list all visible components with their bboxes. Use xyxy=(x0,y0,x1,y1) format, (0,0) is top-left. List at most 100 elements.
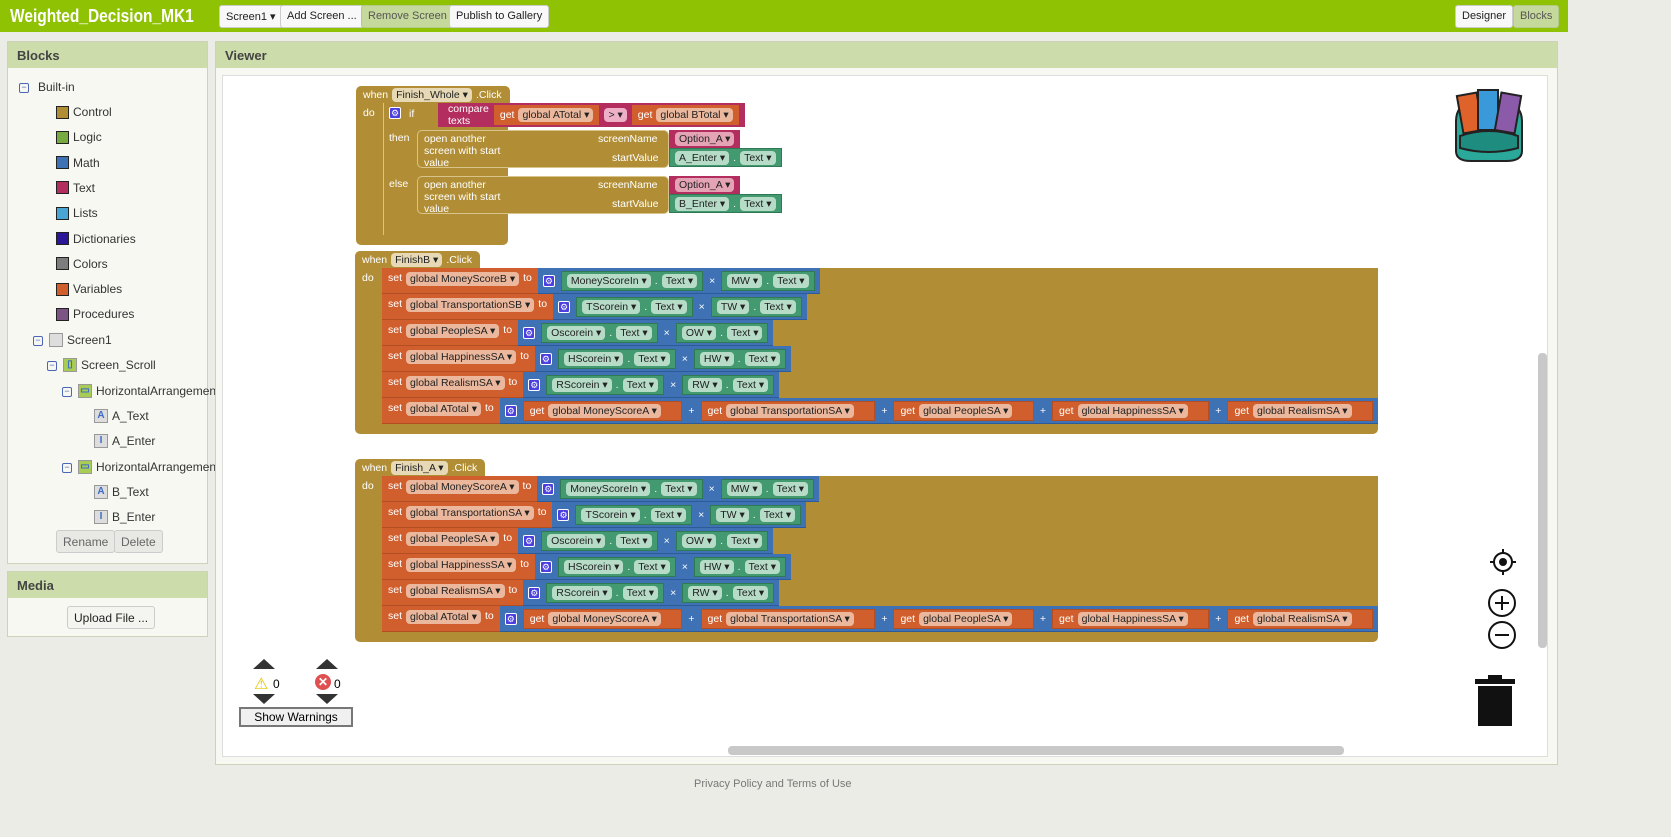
tree-component[interactable]: ▭HorizontalArrangemen xyxy=(78,383,216,398)
property-dropdown[interactable]: Text ▾ xyxy=(773,273,809,288)
event-component-dropdown[interactable]: Finish_A ▾ xyxy=(391,460,448,475)
component-dropdown[interactable]: HScorein ▾ xyxy=(563,559,624,574)
zoom-out-icon[interactable] xyxy=(1487,620,1517,650)
operator-dropdown[interactable]: > ▾ xyxy=(604,108,627,122)
show-warnings-button[interactable]: Show Warnings xyxy=(239,707,353,727)
variable-dropdown[interactable]: global MoneyScoreA ▾ xyxy=(406,480,519,494)
mutator-gear-icon[interactable]: ⚙ xyxy=(504,404,517,417)
property-dropdown[interactable]: Text ▾ xyxy=(616,325,652,340)
property-dropdown[interactable]: Text ▾ xyxy=(772,481,808,496)
text-block[interactable]: Option_A ▾ xyxy=(669,176,741,194)
component-getter[interactable]: RScorein ▾.Text ▾ xyxy=(546,374,665,395)
variable-dropdown[interactable]: global TransportationSA ▾ xyxy=(726,403,854,418)
tree-item-colors[interactable]: Colors xyxy=(56,257,108,271)
tree-item-variables[interactable]: Variables xyxy=(56,282,122,296)
mutator-gear-icon[interactable]: ⚙ xyxy=(523,326,536,339)
mutator-gear-icon[interactable]: ⚙ xyxy=(557,508,570,521)
property-dropdown[interactable]: Text ▾ xyxy=(732,585,769,600)
property-dropdown[interactable]: Text ▾ xyxy=(727,325,763,340)
collapse-toggle[interactable]: − xyxy=(19,83,29,93)
add-screen-button[interactable]: Add Screen ... xyxy=(280,5,364,28)
multiply-block[interactable]: ⚙MoneyScoreIn ▾.Text ▾×MW ▾.Text ▾ xyxy=(537,268,820,294)
open-another-screen-block[interactable] xyxy=(417,130,669,168)
component-dropdown[interactable]: TScorein ▾ xyxy=(581,507,640,522)
property-dropdown[interactable]: Text ▾ xyxy=(634,559,670,574)
variable-dropdown[interactable]: global TransportationSA ▾ xyxy=(406,506,534,520)
tree-item-lists[interactable]: Lists xyxy=(56,206,98,220)
variable-dropdown[interactable]: global HappinessSA ▾ xyxy=(1077,611,1188,626)
mutator-gear-icon[interactable]: ⚙ xyxy=(539,352,552,365)
collapse-toggle[interactable]: − xyxy=(62,386,72,397)
component-getter[interactable]: TW ▾.Text ▾ xyxy=(710,296,802,317)
mutator-gear-icon[interactable]: ⚙ xyxy=(528,378,541,391)
variable-dropdown[interactable]: global PeopleSA ▾ xyxy=(406,532,500,546)
multiply-block[interactable]: ⚙MoneyScoreIn ▾.Text ▾×MW ▾.Text ▾ xyxy=(537,476,819,502)
property-dropdown[interactable]: Text ▾ xyxy=(744,351,780,366)
component-dropdown[interactable]: TW ▾ xyxy=(716,299,750,314)
publish-gallery-button[interactable]: Publish to Gallery xyxy=(449,5,550,28)
designer-button[interactable]: Designer xyxy=(1455,5,1514,28)
tree-component[interactable]: ▯Screen_Scroll xyxy=(63,358,156,373)
multiply-block[interactable]: ⚙Oscorein ▾.Text ▾×OW ▾.Text ▾ xyxy=(518,528,774,554)
multiply-block[interactable]: ⚙RScorein ▾.Text ▾×RW ▾.Text ▾ xyxy=(523,372,780,398)
component-getter[interactable]: MoneyScoreIn ▾.Text ▾ xyxy=(560,270,704,291)
screen-name-dropdown[interactable]: Option_A ▾ xyxy=(675,178,735,192)
text-block[interactable]: Option_A ▾ xyxy=(669,130,741,148)
variable-dropdown[interactable]: global HappinessSA ▾ xyxy=(1077,403,1188,418)
component-getter[interactable]: MW ▾.Text ▾ xyxy=(721,270,815,291)
tree-item-logic[interactable]: Logic xyxy=(56,130,102,144)
event-component-dropdown[interactable]: FinishB ▾ xyxy=(391,252,443,267)
component-dropdown[interactable]: MoneyScoreIn ▾ xyxy=(566,273,651,288)
property-dropdown[interactable]: Text ▾ xyxy=(740,196,776,211)
component-dropdown[interactable]: OW ▾ xyxy=(681,533,717,548)
component-getter[interactable]: HScorein ▾.Text ▾ xyxy=(557,556,676,577)
component-getter[interactable]: RW ▾.Text ▾ xyxy=(682,374,775,395)
component-dropdown[interactable]: RScorein ▾ xyxy=(552,585,612,600)
mutator-gear-icon[interactable]: ⚙ xyxy=(542,274,555,287)
variable-dropdown[interactable]: global MoneyScoreA ▾ xyxy=(548,403,661,418)
upload-file-button[interactable]: Upload File ... xyxy=(67,606,156,629)
collapse-toggle[interactable]: − xyxy=(47,361,57,372)
property-dropdown[interactable]: Text ▾ xyxy=(622,377,659,392)
if-block[interactable] xyxy=(383,103,388,235)
component-getter[interactable]: HW ▾.Text ▾ xyxy=(693,348,786,369)
mutator-gear-icon[interactable]: ⚙ xyxy=(504,612,517,625)
tree-item-control[interactable]: Control xyxy=(56,105,112,119)
variable-dropdown[interactable]: global PeopleSA ▾ xyxy=(406,324,500,338)
variable-dropdown[interactable]: global HappinessSA ▾ xyxy=(406,350,517,364)
component-dropdown[interactable]: A_Enter ▾ xyxy=(675,150,730,165)
collapse-toggle[interactable]: − xyxy=(33,336,43,346)
remove-screen-button[interactable]: Remove Screen xyxy=(361,5,454,28)
property-dropdown[interactable]: Text ▾ xyxy=(634,351,670,366)
component-dropdown[interactable]: TScorein ▾ xyxy=(582,299,641,314)
variable-dropdown[interactable]: global HappinessSA ▾ xyxy=(406,558,517,572)
property-dropdown[interactable]: Text ▾ xyxy=(651,299,687,314)
property-dropdown[interactable]: Text ▾ xyxy=(622,585,659,600)
variable-dropdown[interactable]: global RealismSA ▾ xyxy=(1253,611,1352,626)
recenter-icon[interactable] xyxy=(1489,548,1519,578)
backpack-icon[interactable] xyxy=(1446,86,1532,166)
horizontal-scrollbar[interactable] xyxy=(728,746,1344,755)
mutator-gear-icon[interactable]: ⚙ xyxy=(523,534,536,547)
warning-next-arrow[interactable] xyxy=(253,694,275,704)
vertical-scrollbar[interactable] xyxy=(1538,353,1547,648)
mutator-gear-icon[interactable]: ⚙ xyxy=(389,107,401,119)
property-dropdown[interactable]: Text ▾ xyxy=(650,507,687,522)
variable-dropdown[interactable]: global TransportationSA ▾ xyxy=(726,611,854,626)
footer-link[interactable]: Privacy Policy and Terms of Use xyxy=(694,778,852,790)
